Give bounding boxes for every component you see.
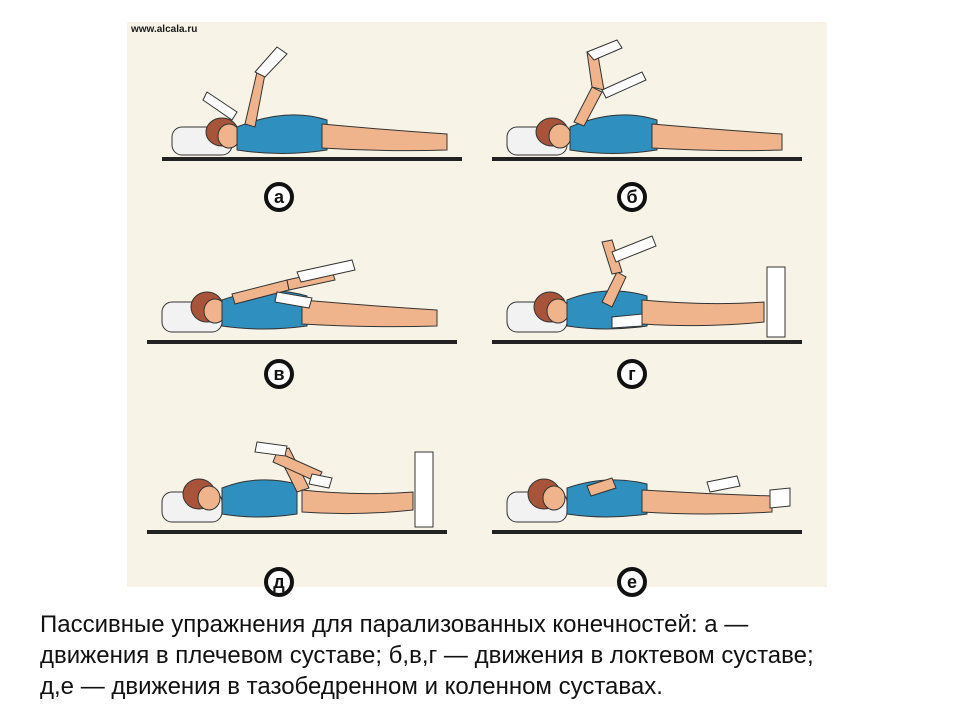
figure-hip-knee-d <box>147 441 447 534</box>
figure-elbow-flex-v <box>147 259 457 344</box>
scene-g <box>492 222 822 372</box>
label-a: а <box>264 182 294 212</box>
figure-hip-knee-e <box>492 475 802 534</box>
scene-e <box>492 412 822 562</box>
watermark: www.alcala.ru <box>131 24 198 35</box>
label-v: в <box>264 359 294 389</box>
scene-v <box>137 222 467 372</box>
scene-a <box>137 32 467 182</box>
label-g: г <box>617 359 647 389</box>
figure-caption: Пассивные упражнения для парализованных … <box>40 609 920 702</box>
label-e: е <box>617 567 647 597</box>
illustration-panel: www.alcala.ru а б <box>127 22 827 597</box>
caption-line: движения в плечевом суставе; б,в,г — дви… <box>40 642 814 669</box>
scene-b <box>492 32 822 182</box>
figure-shoulder-raise <box>162 46 462 161</box>
scene-d <box>137 412 467 562</box>
figure-elbow-flex-b <box>492 39 802 161</box>
caption-line: Пассивные упражнения для парализованных … <box>40 611 749 638</box>
label-b: б <box>617 182 647 212</box>
caption-line: д,е — движения в тазобедренном и коленно… <box>40 673 663 700</box>
label-d: д <box>264 567 294 597</box>
figure-elbow-flex-g <box>492 235 802 344</box>
